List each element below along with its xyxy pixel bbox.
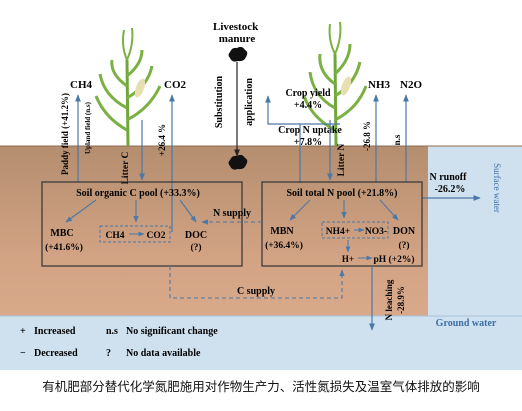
n-leaching-value: -28.9%	[396, 286, 406, 314]
nh3-change: -26.8 %	[362, 121, 372, 151]
ph-label: pH (+2%)	[373, 254, 414, 265]
paddy-field-label: Paddy field (+41.2%)	[60, 93, 70, 175]
manure-icon-soil	[228, 154, 248, 170]
substitution-label: Substitution	[214, 75, 225, 128]
legend-decreased-symbol: −	[20, 348, 26, 359]
ground-water-region	[0, 316, 522, 370]
rice-plant-right	[302, 21, 368, 147]
h-plus-label: H+	[342, 254, 354, 264]
co2-change: +26.4 %	[157, 124, 167, 156]
crop-yield-value: +4.4%	[294, 100, 322, 111]
litter-n-label: Litter N	[337, 143, 347, 176]
co2-label: CO2	[164, 79, 187, 91]
application-label: application	[244, 78, 255, 126]
n-runoff-label: N runoff	[430, 172, 468, 183]
mbn-label: MBN	[270, 226, 294, 237]
c-supply-label: C supply	[237, 286, 275, 297]
c-to-mbc-arrow	[65, 199, 97, 223]
mbn-value: (+36.4%)	[265, 240, 303, 251]
legend-increased-text: Increased	[34, 326, 76, 337]
nh4-label: NH4+	[326, 227, 350, 237]
c-to-doc-arrow	[179, 199, 197, 223]
nh3-label: NH3	[368, 79, 391, 91]
ground-water-label: Ground water	[436, 318, 497, 329]
soil-ch4-label: CH4	[106, 231, 125, 241]
n-to-don-arrow	[379, 199, 399, 221]
crop-uptake-arrow	[265, 95, 301, 183]
ch4-label: CH4	[70, 79, 93, 91]
c-supply-arrow	[169, 266, 345, 299]
crop-n-label: Crop N uptake	[278, 125, 342, 136]
legend-q-text: No data available	[126, 348, 201, 359]
legend-q-symbol: ?	[106, 348, 111, 359]
don-label: DON	[393, 226, 416, 237]
litter-c-label: Litter C	[121, 151, 131, 184]
n-runoff-value: -26.2%	[435, 184, 466, 195]
n-leaching-label: N leaching	[384, 279, 394, 320]
manure-icon-top	[228, 46, 248, 62]
soil-co2-label: CO2	[147, 231, 166, 241]
upland-field-label: Upland field (n.s)	[84, 101, 92, 154]
n-to-mbn-arrow	[289, 199, 311, 221]
mbc-value: (+41.6%)	[45, 242, 83, 253]
legend-ns-text: No significant change	[126, 326, 218, 337]
n2o-change: n.s	[392, 134, 402, 145]
livestock-label: Livestock manure	[213, 21, 261, 45]
n2o-label: N2O	[400, 79, 422, 91]
nitrogen-pool-box	[261, 181, 423, 267]
carbon-pool-box	[41, 181, 243, 267]
don-value: (?)	[398, 240, 409, 251]
crop-yield-label: Crop yield	[285, 88, 331, 99]
no3-label: NO3-	[365, 227, 387, 237]
legend-increased-symbol: +	[20, 326, 26, 337]
surface-water-label: Surface water	[492, 163, 502, 213]
n-supply-label: N supply	[213, 208, 251, 219]
mbc-label: MBC	[50, 228, 73, 239]
nitrogen-pool-title: Soil total N pool (+21.8%)	[287, 188, 398, 199]
doc-label: DOC	[185, 230, 207, 241]
legend-ns-symbol: n.s	[106, 326, 118, 337]
legend-decreased-text: Decreased	[34, 348, 78, 359]
gas-dashed-box	[99, 225, 171, 243]
rice-plant-left	[94, 27, 162, 147]
doc-value: (?)	[190, 242, 201, 253]
figure-caption: 有机肥部分替代化学氮肥施用对作物生产力、活性氮损失及温室气体排放的影响	[42, 379, 480, 394]
mineral-n-dashed-box	[321, 221, 389, 239]
carbon-pool-title: Soil organic C pool (+33.3%)	[76, 188, 200, 199]
crop-n-value: +7.8%	[294, 137, 322, 148]
